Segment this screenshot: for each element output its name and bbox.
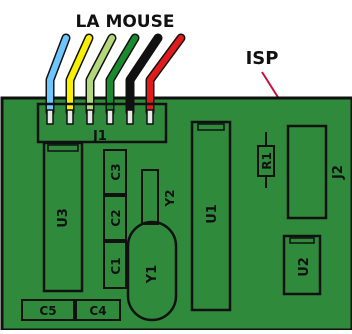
crystal-y2: Y2 (141, 169, 177, 225)
capacitor-c4: C4 (75, 299, 121, 321)
wire-light-green (87, 35, 115, 115)
crystal-y1: Y1 (126, 220, 178, 322)
j1-label: J1 (92, 129, 107, 144)
chip-u1: U1 (190, 120, 232, 312)
wire-yellow (67, 35, 92, 115)
u3-label: U3 (56, 208, 71, 228)
capacitor-c2: C2 (103, 195, 127, 241)
wire-bundle (45, 33, 186, 117)
c1-label: C1 (109, 257, 123, 274)
isp-label: ISP (246, 48, 279, 69)
j1-pin (86, 109, 94, 125)
j1-pin (106, 109, 114, 125)
resistor-r1: R1 (257, 132, 275, 188)
capacitor-c1: C1 (103, 241, 127, 289)
chip-u2: U2 (282, 234, 322, 296)
wire-green (107, 35, 138, 115)
connector-j1: J1 (36, 102, 168, 144)
header-label: LA MOUSE (76, 12, 175, 32)
y1-label: Y1 (145, 265, 160, 284)
r1-label: R1 (260, 152, 274, 170)
capacitor-c3: C3 (103, 149, 127, 195)
j1-pin (66, 109, 74, 125)
chip-u3: U3 (42, 141, 84, 293)
c3-label: C3 (109, 163, 123, 180)
c4-label: C4 (89, 304, 106, 318)
capacitor-c5: C5 (21, 299, 75, 321)
wire-blue (47, 35, 69, 115)
u1-label: U1 (205, 204, 220, 224)
wire-black (127, 35, 161, 115)
y2-label: Y2 (163, 189, 177, 207)
j1-pin (126, 109, 134, 125)
wire-red (147, 35, 184, 115)
j1-pin (46, 109, 54, 125)
c5-label: C5 (39, 304, 56, 318)
j1-pin (146, 109, 154, 125)
j2-label: J2 (331, 165, 346, 180)
c2-label: C2 (109, 209, 123, 226)
u2-label: U2 (297, 257, 312, 277)
connector-j2: J2 (286, 124, 346, 220)
